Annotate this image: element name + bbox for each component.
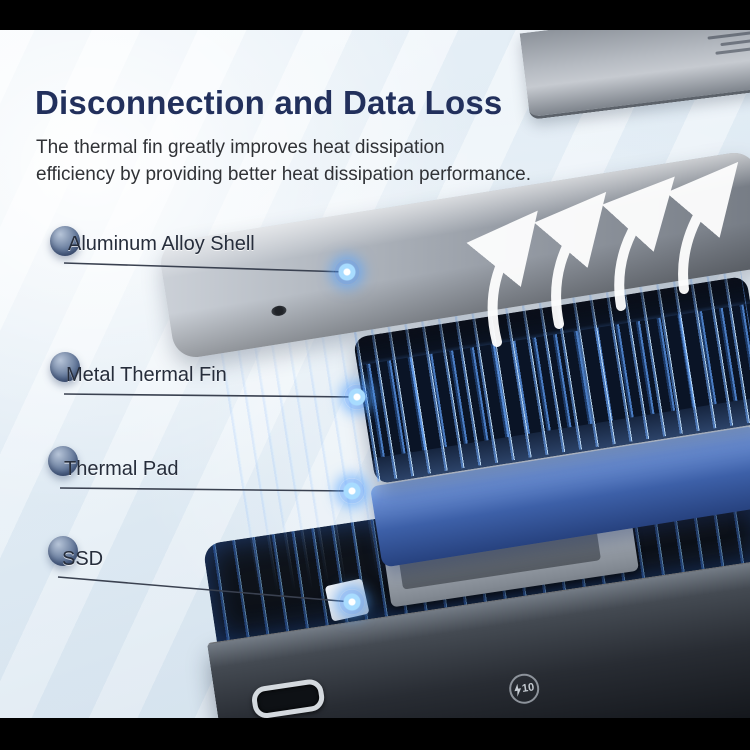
callout-thermal-pad: Thermal Pad bbox=[64, 458, 179, 480]
page-subtitle: The thermal fin greatly improves heat di… bbox=[36, 134, 531, 188]
callout-aluminum-alloy-shell: Aluminum Alloy Shell bbox=[68, 233, 255, 255]
subtitle-line-2: efficiency by providing better heat diss… bbox=[36, 164, 531, 185]
bullet-sphere-icon bbox=[48, 446, 78, 476]
enclosure-front-panel: 10 bbox=[206, 559, 750, 750]
highlight-dot-ssd bbox=[339, 589, 365, 615]
highlight-dot-pad bbox=[339, 478, 365, 504]
callout-ssd: SSD bbox=[62, 548, 104, 570]
lightning-bolt-icon bbox=[514, 683, 521, 697]
bottom-letterbox-bar bbox=[0, 718, 750, 750]
bullet-sphere-icon bbox=[50, 352, 80, 382]
engraving-line bbox=[707, 31, 750, 40]
shell-vent-hole bbox=[270, 304, 288, 317]
usb-c-port bbox=[250, 677, 327, 720]
bullet-sphere-icon bbox=[48, 536, 78, 566]
page-title: Disconnection and Data Loss bbox=[35, 84, 503, 121]
usb-10gbps-badge-icon: 10 bbox=[507, 671, 542, 706]
top-letterbox-bar bbox=[0, 0, 750, 30]
callout-metal-thermal-fin: Metal Thermal Fin bbox=[66, 364, 227, 386]
highlight-dot-shell bbox=[334, 259, 360, 285]
subtitle-line-1: The thermal fin greatly improves heat di… bbox=[36, 137, 445, 158]
ssd-enclosure-body: 10 bbox=[192, 462, 750, 750]
bullet-sphere-icon bbox=[50, 226, 80, 256]
highlight-dot-fin bbox=[344, 384, 370, 410]
speed-badge-text: 10 bbox=[521, 681, 536, 695]
engraving-line bbox=[720, 39, 750, 47]
engraving-line bbox=[715, 46, 750, 55]
